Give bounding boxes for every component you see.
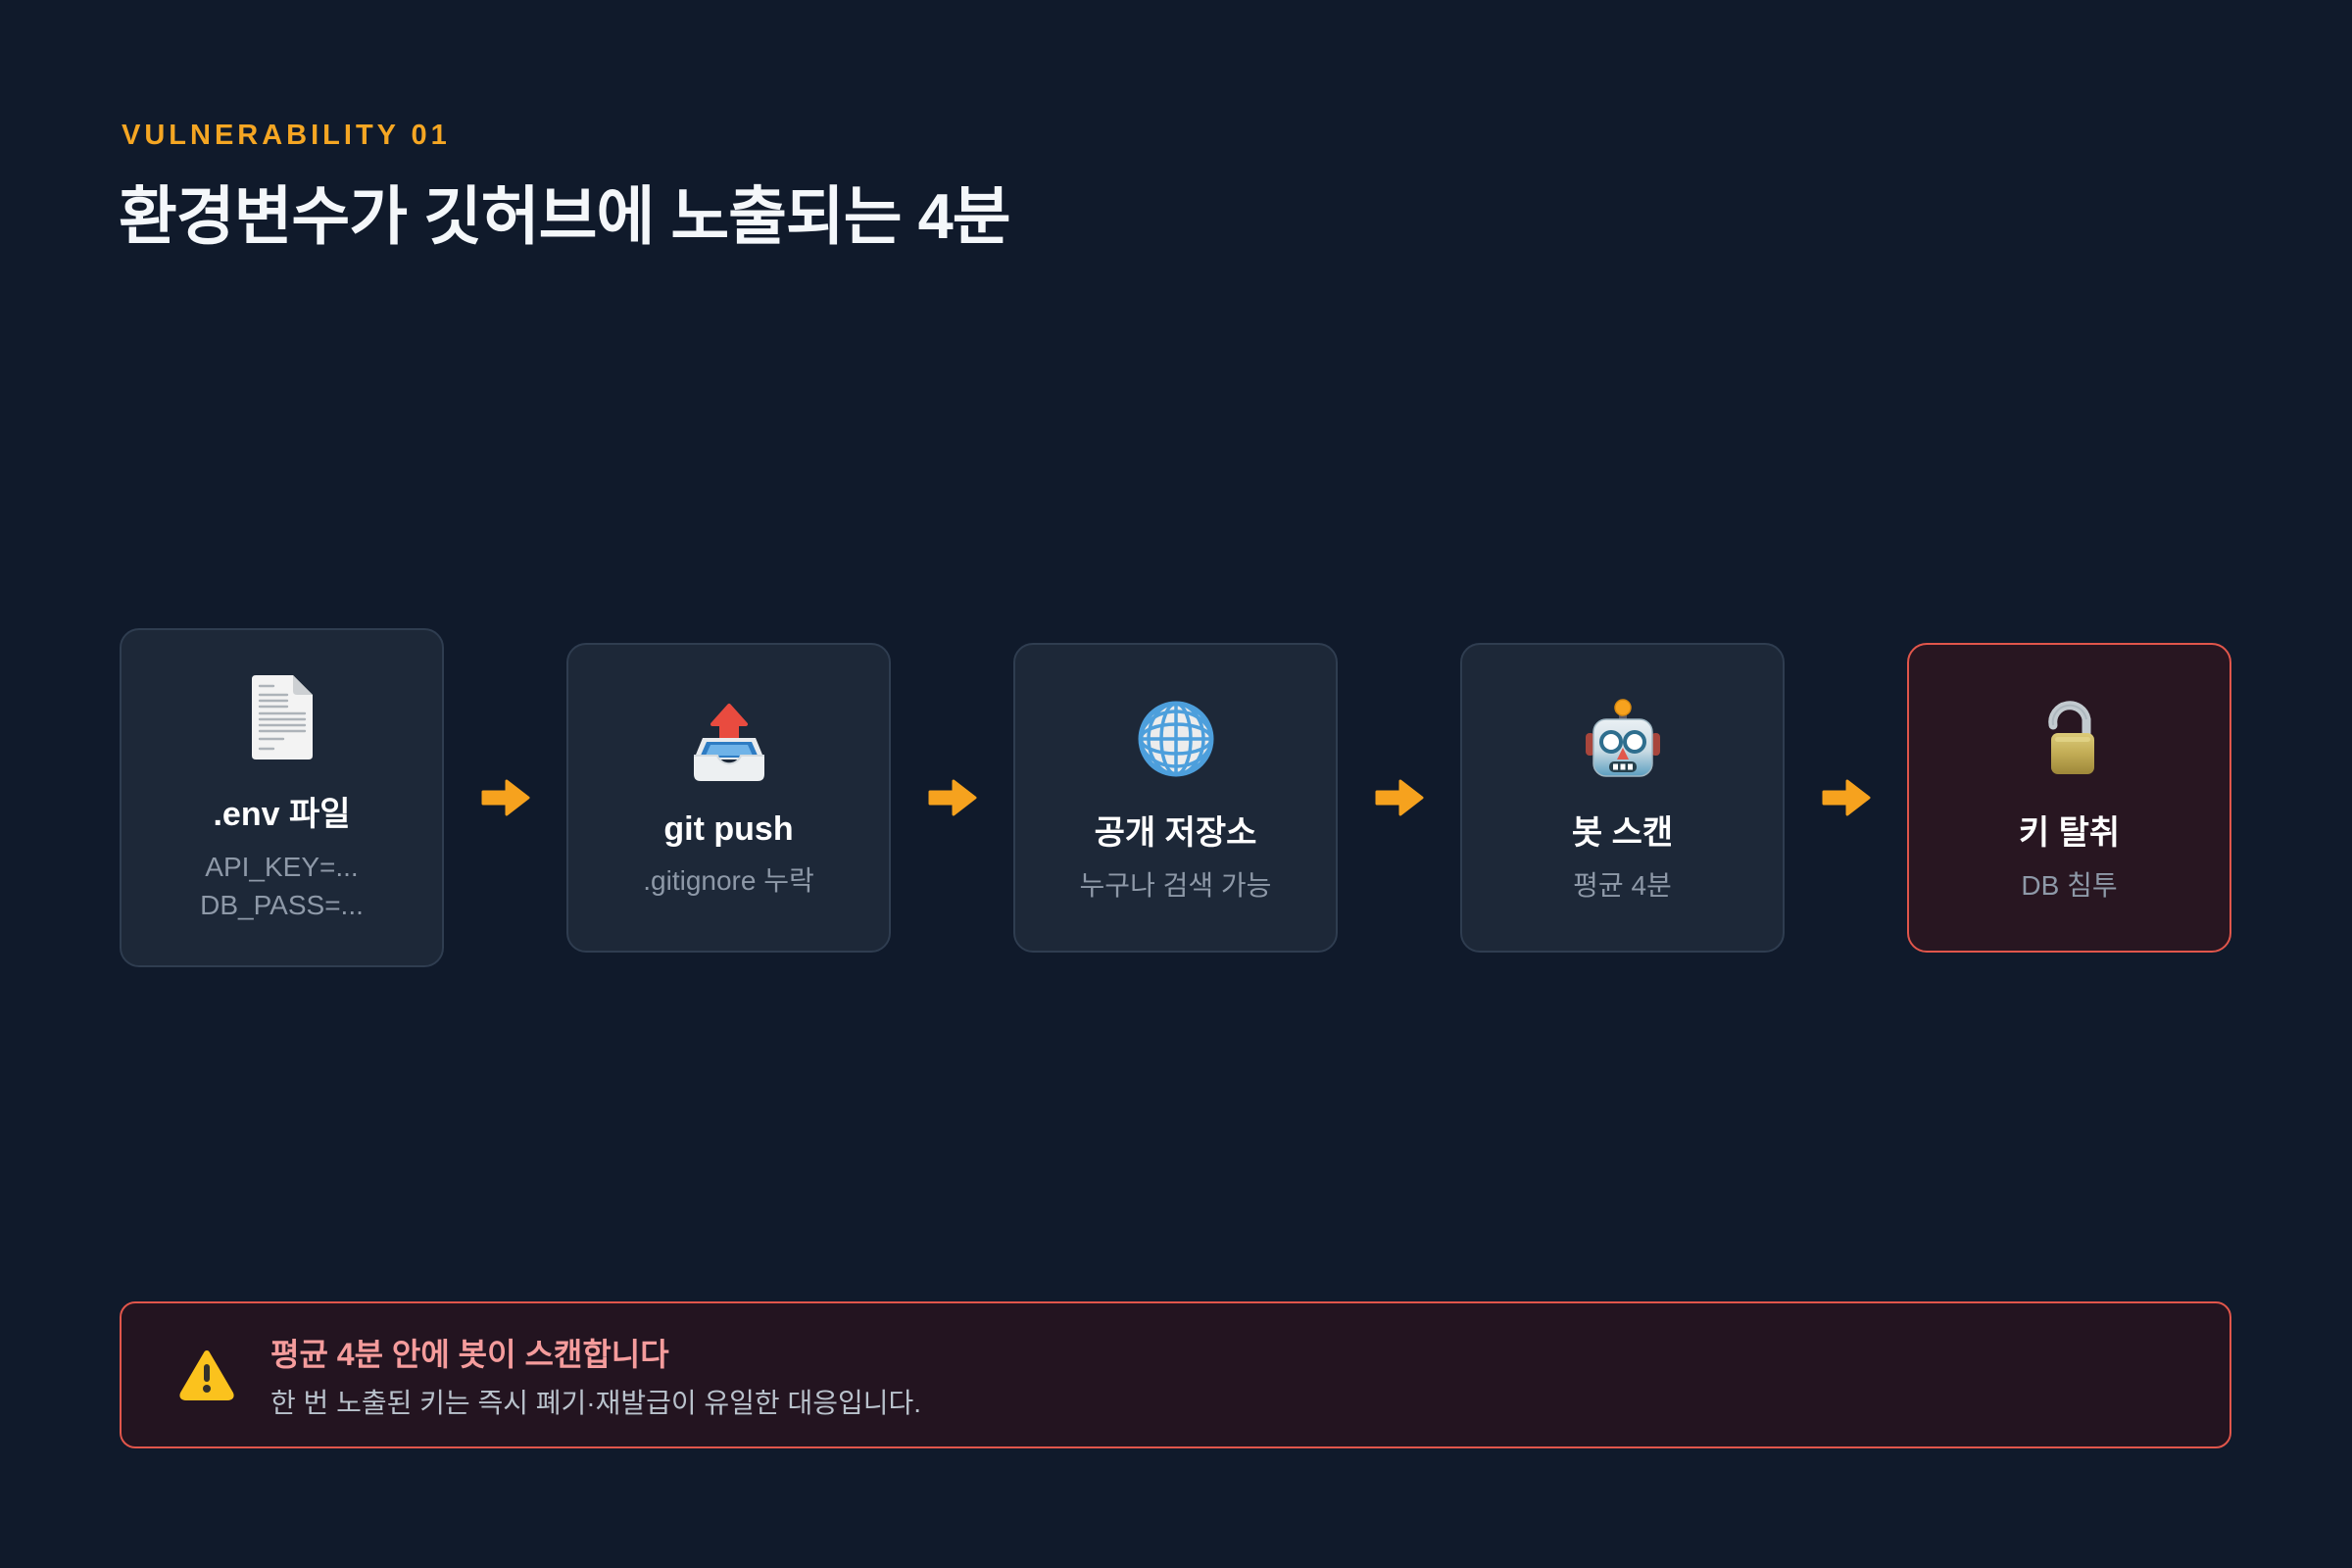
flow-step-bot-scan: 봇 스캔 평균 4분	[1460, 643, 1785, 953]
step-details: DB 침투	[2021, 866, 2117, 905]
flow-step-env-file: .env 파일 API_KEY=... DB_PASS=...	[120, 627, 444, 968]
right-arrow-icon	[1785, 773, 1907, 822]
step-detail-line: API_KEY=...	[205, 851, 359, 882]
step-details: 누구나 검색 가능	[1080, 866, 1272, 905]
step-details: API_KEY=... DB_PASS=...	[200, 848, 364, 924]
warning-banner: 평균 4분 안에 봇이 스캔합니다 한 번 노출된 키는 즉시 폐기·재발급이 …	[120, 1301, 2231, 1448]
open-padlock-icon	[2032, 690, 2108, 780]
step-detail-line: DB_PASS=...	[200, 890, 364, 920]
alert-text: 평균 4분 안에 봇이 스캔합니다 한 번 노출된 키는 즉시 폐기·재발급이 …	[270, 1330, 921, 1421]
step-details: 평균 4분	[1573, 866, 1672, 905]
flow-step-git-push: git push .gitignore 누락	[566, 643, 891, 953]
step-detail-line: .gitignore 누락	[643, 865, 814, 897]
step-title: 키 탈취	[2018, 814, 2121, 853]
eyebrow-label: VULNERABILITY 01	[122, 120, 451, 151]
right-arrow-icon	[1338, 773, 1460, 822]
step-details: .gitignore 누락	[643, 861, 814, 900]
right-arrow-icon	[891, 773, 1013, 822]
step-detail-line: 누구나 검색 가능	[1079, 870, 1272, 902]
robot-icon	[1581, 690, 1665, 780]
document-icon	[244, 671, 320, 761]
right-arrow-icon	[444, 773, 566, 822]
step-detail-line: 평균 4분	[1573, 870, 1672, 902]
page-title: 환경변수가 깃허브에 노출되는 4분	[119, 180, 1011, 252]
warning-icon	[178, 1348, 235, 1401]
alert-title: 평균 4분 안에 봇이 스캔합니다	[270, 1336, 669, 1372]
flow-step-key-theft: 키 탈취 DB 침투	[1907, 643, 2231, 953]
flow-step-public-repo: 공개 저장소 누구나 검색 가능	[1013, 643, 1338, 953]
globe-icon	[1135, 690, 1217, 780]
step-detail-line: DB 침투	[2021, 870, 2118, 902]
step-title: .env 파일	[213, 795, 351, 833]
step-title: 공개 저장소	[1094, 814, 1257, 853]
outbox-upload-icon	[686, 695, 772, 785]
step-title: 봇 스캔	[1571, 814, 1674, 853]
step-title: git push	[663, 810, 794, 849]
flow-diagram: .env 파일 API_KEY=... DB_PASS=...	[120, 625, 2231, 970]
alert-description: 한 번 노출된 키는 즉시 폐기·재발급이 유일한 대응입니다.	[270, 1387, 922, 1418]
